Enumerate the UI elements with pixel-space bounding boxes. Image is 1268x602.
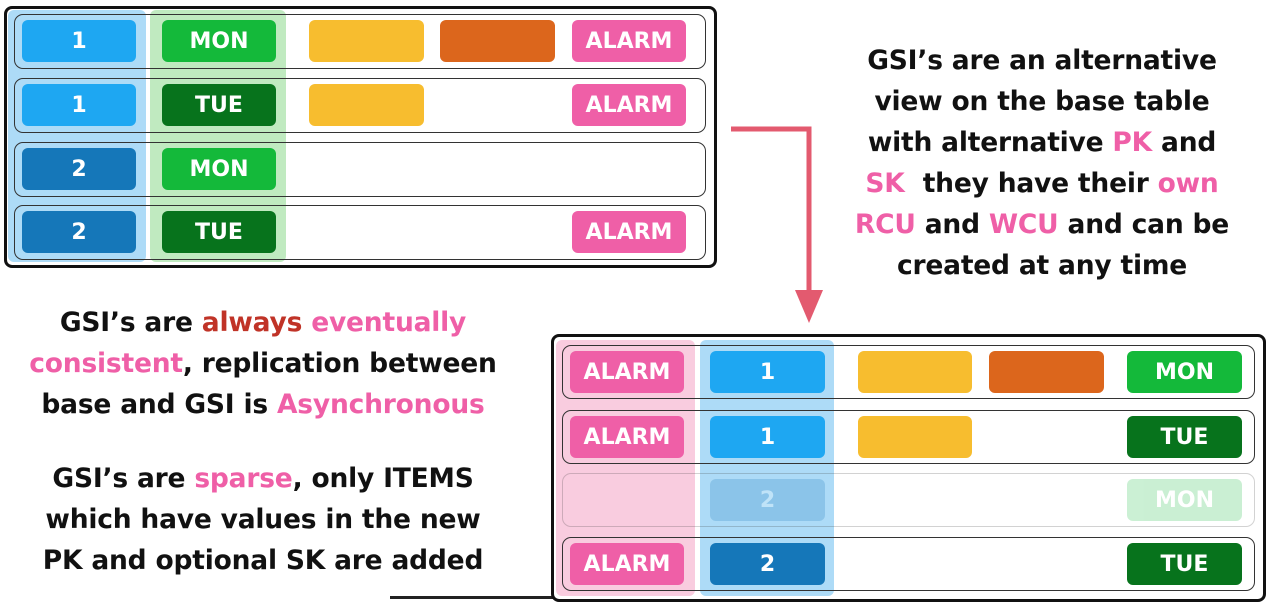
sparse-note: GSI’s are sparse, only ITEMS which have … (8, 458, 518, 581)
pk-chip: 2 (22, 211, 136, 253)
mon-chip-faded: MON (1127, 479, 1242, 521)
alarm-chip: ALARM (570, 351, 684, 393)
text-line: SK they have their own (865, 168, 1219, 199)
gsi-row-1 (562, 345, 1255, 399)
alarm-chip: ALARM (572, 20, 686, 62)
base-row-1 (14, 14, 706, 69)
attribute-chip (989, 351, 1104, 393)
tue-chip: TUE (1127, 416, 1242, 458)
text-line: created at any time (896, 250, 1188, 281)
attribute-chip (858, 351, 972, 393)
pk-chip: 1 (22, 84, 136, 126)
sk-chip-faded: 2 (710, 479, 825, 521)
text-line: with alternative PK and (867, 127, 1217, 158)
alarm-chip: ALARM (570, 543, 684, 585)
attribute-chip (309, 84, 424, 126)
mon-chip: MON (1127, 351, 1242, 393)
attribute-chip (858, 416, 972, 458)
gsi-description: GSI’s are an alternative view on the bas… (822, 40, 1262, 286)
gsi-row-4 (562, 537, 1255, 591)
text-line: GSI’s are always eventually (59, 307, 467, 338)
pk-chip: 1 (22, 20, 136, 62)
sk-chip-mon: MON (162, 148, 276, 190)
tue-chip: TUE (1127, 543, 1242, 585)
base-row-3 (14, 142, 706, 197)
text-line: PK and optional SK are added (42, 545, 484, 576)
text-line: which have values in the new (45, 504, 481, 535)
alarm-chip: ALARM (570, 416, 684, 458)
text-line: consistent, replication between (29, 348, 497, 379)
attribute-chip (440, 20, 555, 62)
gsi-row-2 (562, 410, 1255, 464)
text-line: GSI’s are an alternative (867, 45, 1217, 76)
base-row-2 (14, 78, 706, 133)
sk-chip: 2 (710, 543, 825, 585)
consistency-note: GSI’s are always eventually consistent, … (8, 302, 518, 425)
gsi-row-3-excluded (562, 473, 1255, 527)
sk-chip: 1 (710, 351, 825, 393)
sk-chip: 1 (710, 416, 825, 458)
attribute-chip (309, 20, 424, 62)
base-row-4 (14, 205, 706, 260)
arrow-connector (731, 126, 823, 323)
divider (390, 596, 560, 599)
text-line: base and GSI is Asynchronous (41, 389, 485, 420)
alarm-chip: ALARM (572, 84, 686, 126)
alarm-chip: ALARM (572, 211, 686, 253)
text-line: GSI’s are sparse, only ITEMS (52, 463, 474, 494)
sk-chip-mon: MON (162, 20, 276, 62)
sk-chip-tue: TUE (162, 211, 276, 253)
text-line: view on the base table (874, 86, 1210, 117)
text-line: RCU and WCU and can be (854, 209, 1230, 240)
pk-chip: 2 (22, 148, 136, 190)
sk-chip-tue: TUE (162, 84, 276, 126)
